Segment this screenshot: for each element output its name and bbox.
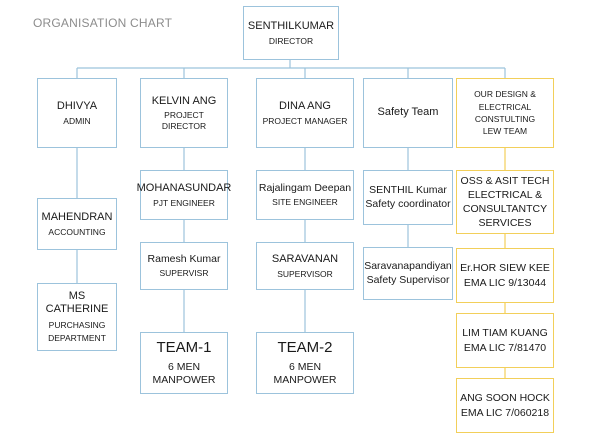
engineer-hor-box: Er.HOR SIEW KEE EMA LIC 9/13044 <box>456 248 554 303</box>
admin-box: DHIVYA ADMIN <box>37 78 117 148</box>
admin-role: ADMIN <box>63 115 91 126</box>
supervisor-1-box: Ramesh Kumar SUPERVISR <box>140 242 228 290</box>
purchasing-box: MS CATHERINE PURCHASING DEPARTMENT <box>37 283 117 351</box>
team-2-name: TEAM-2 <box>277 338 333 356</box>
design-team-line-1: OUR DESIGN & <box>474 89 536 100</box>
team-2-box: TEAM-2 6 MEN MANPOWER <box>256 332 354 394</box>
project-manager-role: PROJECT MANAGER <box>262 115 348 126</box>
engineer-ang-license: EMA LIC 7/060218 <box>460 406 550 419</box>
team-1-manpower: 6 MEN MANPOWER <box>152 361 216 387</box>
safety-supervisor-box: Saravanapandiyan Safety Supervisor <box>363 247 453 300</box>
supervisor-1-role: SUPERVISR <box>159 268 209 279</box>
project-manager-box: DINA ANG PROJECT MANAGER <box>256 78 354 148</box>
director-box: SENTHILKUMAR DIRECTOR <box>243 6 339 60</box>
engineer-hor-license: EMA LIC 9/13044 <box>463 276 547 289</box>
supervisor-1-name: Ramesh Kumar <box>147 253 221 266</box>
purchasing-role: PURCHASING DEPARTMENT <box>48 320 106 343</box>
design-team-box: OUR DESIGN & ELECTRICAL CONSTULTING LEW … <box>456 78 554 148</box>
design-team-line-4: LEW TEAM <box>482 126 528 137</box>
engineer-lim-license: EMA LIC 7/81470 <box>463 341 547 354</box>
team-2-manpower: 6 MEN MANPOWER <box>273 361 337 387</box>
engineer-hor-name: Er.HOR SIEW KEE <box>460 262 550 275</box>
purchasing-name: MS CATHERINE <box>45 289 109 316</box>
site-engineer-name: Rajalingam Deepan <box>258 182 352 195</box>
engineer-ang-name: ANG SOON HOCK <box>460 392 550 405</box>
supervisor-2-name: SARAVANAN <box>271 252 339 265</box>
safety-team-box: Safety Team <box>363 78 453 148</box>
pjt-engineer-box: MOHANASUNDAR PJT ENGINEER <box>137 170 231 220</box>
team-1-box: TEAM-1 6 MEN MANPOWER <box>140 332 228 394</box>
consultancy-box: OSS & ASIT TECH ELECTRICAL & CONSULTANTC… <box>456 170 554 234</box>
pjt-engineer-name: MOHANASUNDAR <box>136 181 232 194</box>
director-name: SENTHILKUMAR <box>247 19 335 32</box>
safety-coordinator-role: Safety coordinator <box>365 197 451 210</box>
team-1-name: TEAM-1 <box>156 338 212 356</box>
safety-team-label: Safety Team <box>377 106 439 119</box>
engineer-lim-name: LIM TIAM KUANG <box>462 327 548 340</box>
consultancy-line-1: OSS & ASIT TECH <box>460 174 550 187</box>
project-director-box: KELVIN ANG PROJECT DIRECTOR <box>140 78 228 148</box>
accounting-box: MAHENDRAN ACCOUNTING <box>37 198 117 250</box>
supervisor-2-box: SARAVANAN SUPERVISOR <box>256 242 354 290</box>
safety-coordinator-name: SENTHIL Kumar <box>369 184 447 197</box>
accounting-role: ACCOUNTING <box>48 226 106 237</box>
consultancy-line-4: SERVICES <box>478 217 532 230</box>
safety-supervisor-name: Saravanapandiyan <box>364 260 452 273</box>
design-team-line-3: CONSTULTING <box>474 114 536 124</box>
supervisor-2-role: SUPERVISOR <box>277 268 333 279</box>
project-director-name: KELVIN ANG <box>151 94 217 107</box>
consultancy-line-2: ELECTRICAL & <box>467 188 543 201</box>
site-engineer-box: Rajalingam Deepan SITE ENGINEER <box>256 170 354 220</box>
pjt-engineer-role: PJT ENGINEER <box>153 197 215 208</box>
accounting-name: MAHENDRAN <box>41 210 113 223</box>
safety-coordinator-box: SENTHIL Kumar Safety coordinator <box>363 170 453 225</box>
design-team-line-2: ELECTRICAL <box>478 101 532 112</box>
director-role: DIRECTOR <box>268 35 314 46</box>
admin-name: DHIVYA <box>56 99 98 112</box>
project-director-role: PROJECT DIRECTOR <box>161 110 207 131</box>
engineer-ang-box: ANG SOON HOCK EMA LIC 7/060218 <box>456 378 554 433</box>
safety-supervisor-role: Safety Supervisor <box>366 273 450 286</box>
project-manager-name: DINA ANG <box>279 99 331 112</box>
consultancy-line-3: CONSULTANTCY <box>462 203 548 215</box>
site-engineer-role: SITE ENGINEER <box>272 197 338 208</box>
chart-title: ORGANISATION CHART <box>33 16 173 30</box>
engineer-lim-box: LIM TIAM KUANG EMA LIC 7/81470 <box>456 313 554 368</box>
